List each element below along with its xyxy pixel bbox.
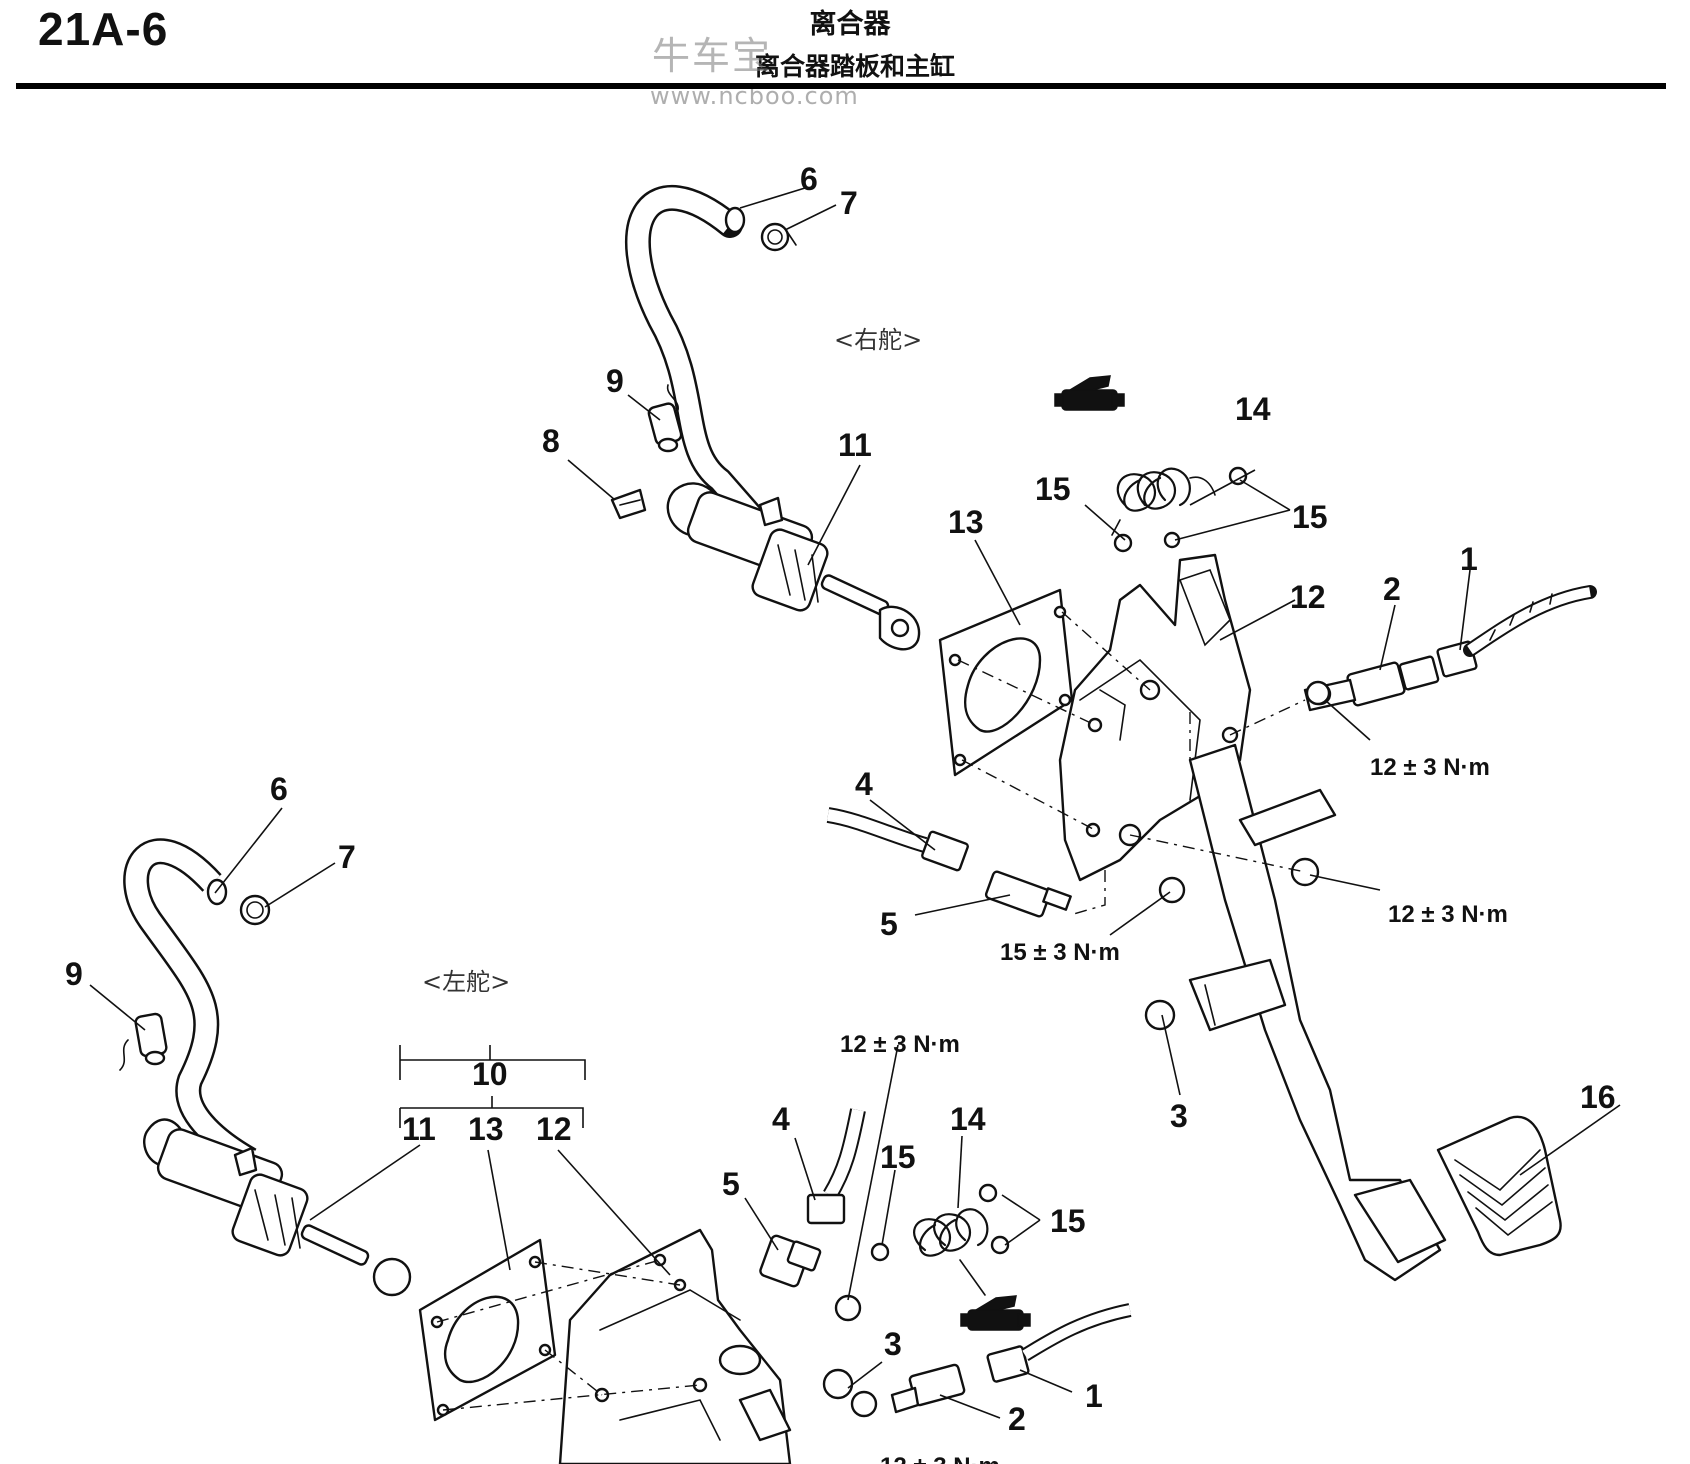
callout-14: 14 (1235, 391, 1271, 427)
lhd-assembly (119, 838, 1132, 1464)
torque-spec: 12 ± 3 N·m (1370, 754, 1490, 781)
callout-13: 13 (948, 504, 984, 540)
callout-15: 15 (1292, 499, 1328, 535)
callout-15: 15 (1050, 1203, 1086, 1239)
rhd-switch-5 (984, 870, 1186, 1031)
callout-10: 10 (472, 1056, 508, 1092)
lhd-connector-1 (986, 1303, 1132, 1383)
section-title: 离合器 (809, 9, 891, 40)
lhd-bleeder (119, 1012, 168, 1071)
watermark-brand: 牛车宝 (652, 34, 773, 78)
callout-11: 11 (402, 1111, 436, 1147)
callout-8: 8 (542, 423, 560, 459)
callout-7: 7 (338, 839, 356, 875)
page-header: 21A-6 离合器 离合器踏板和主缸 牛车宝 www.ncboo.com (0, 0, 1690, 110)
callout-3: 3 (884, 1326, 902, 1362)
callout-4: 4 (855, 766, 873, 802)
page-number: 21A-6 (38, 3, 169, 55)
rhd-pedal-arm (1188, 743, 1447, 1282)
callout-2: 2 (1008, 1401, 1026, 1437)
lhd-hose-clamp (239, 894, 271, 926)
torque-spec: 12 ± 3 N·m (1388, 901, 1508, 928)
grease-gun-icon (1054, 375, 1125, 411)
pedal-pad (1436, 1115, 1562, 1257)
lhd-gasket (418, 1238, 557, 1422)
callout-5: 5 (722, 1166, 740, 1202)
rhd-bleeder (647, 384, 683, 453)
callout-4: 4 (772, 1101, 790, 1137)
variant-label-lhd: <左舵> (422, 968, 510, 996)
callout-14: 14 (950, 1101, 986, 1137)
rhd-assembly (610, 184, 1597, 1282)
rhd-connector-4 (826, 807, 969, 872)
section-subtitle: 离合器踏板和主缸 (754, 52, 955, 81)
rhd-nuts (1113, 466, 1248, 553)
torque-spec-cropped: 12 ± 3 N·m (880, 1453, 1000, 1464)
callout-12: 12 (1290, 579, 1326, 615)
callout-9: 9 (65, 956, 83, 992)
callout-9: 9 (606, 363, 624, 399)
lhd-master-cylinder (143, 1118, 412, 1297)
rhd-nut-right (1290, 680, 1331, 887)
callout-16: 16 (1580, 1079, 1616, 1115)
rhd-master-cylinder (666, 482, 921, 651)
callout-7: 7 (840, 185, 858, 221)
callout-2: 2 (1383, 571, 1401, 607)
callout-5: 5 (880, 906, 898, 942)
torque-spec: 12 ± 3 N·m (840, 1031, 960, 1058)
lhd-pedal-bracket (558, 1228, 792, 1464)
callout-12: 12 (536, 1111, 572, 1147)
grease-gun-icon (960, 1295, 1031, 1331)
callout-15: 15 (880, 1139, 916, 1175)
callout-3: 3 (1170, 1098, 1188, 1134)
callout-1: 1 (1085, 1378, 1103, 1414)
rhd-connector (1436, 585, 1597, 678)
rhd-gasket (938, 588, 1074, 777)
callout-13: 13 (468, 1111, 504, 1147)
rhd-spring (1111, 467, 1216, 536)
callout-1: 1 (1460, 541, 1478, 577)
rhd-clip (610, 488, 647, 520)
group-bracket-10 (399, 1096, 584, 1128)
callout-6: 6 (270, 771, 288, 807)
lhd-spring (913, 1208, 989, 1296)
rhd-clutch-hose (624, 184, 768, 533)
lhd-switch-5 (759, 1234, 862, 1322)
header-rule (16, 83, 1666, 89)
lhd-connector-4 (806, 1108, 866, 1225)
lhd-clutch-hose (123, 838, 257, 1172)
callout-15: 15 (1035, 471, 1071, 507)
lhd-switch-2 (822, 1363, 966, 1418)
callout-6: 6 (800, 161, 818, 197)
rhd-hose-clamp (760, 222, 797, 252)
callout-11: 11 (838, 427, 872, 463)
leader-lines (89, 187, 1621, 1419)
lhd-nuts (870, 1183, 1010, 1262)
torque-specs: 12 ± 3 N·m 12 ± 3 N·m 15 ± 3 N·m 12 ± 3 … (840, 754, 1508, 1464)
callouts: 6 7 9 8 11 13 14 15 15 12 2 1 4 5 3 16 6… (65, 161, 1616, 1437)
torque-spec: 15 ± 3 N·m (1000, 939, 1120, 966)
variant-label-rhd: <右舵> (834, 326, 922, 354)
